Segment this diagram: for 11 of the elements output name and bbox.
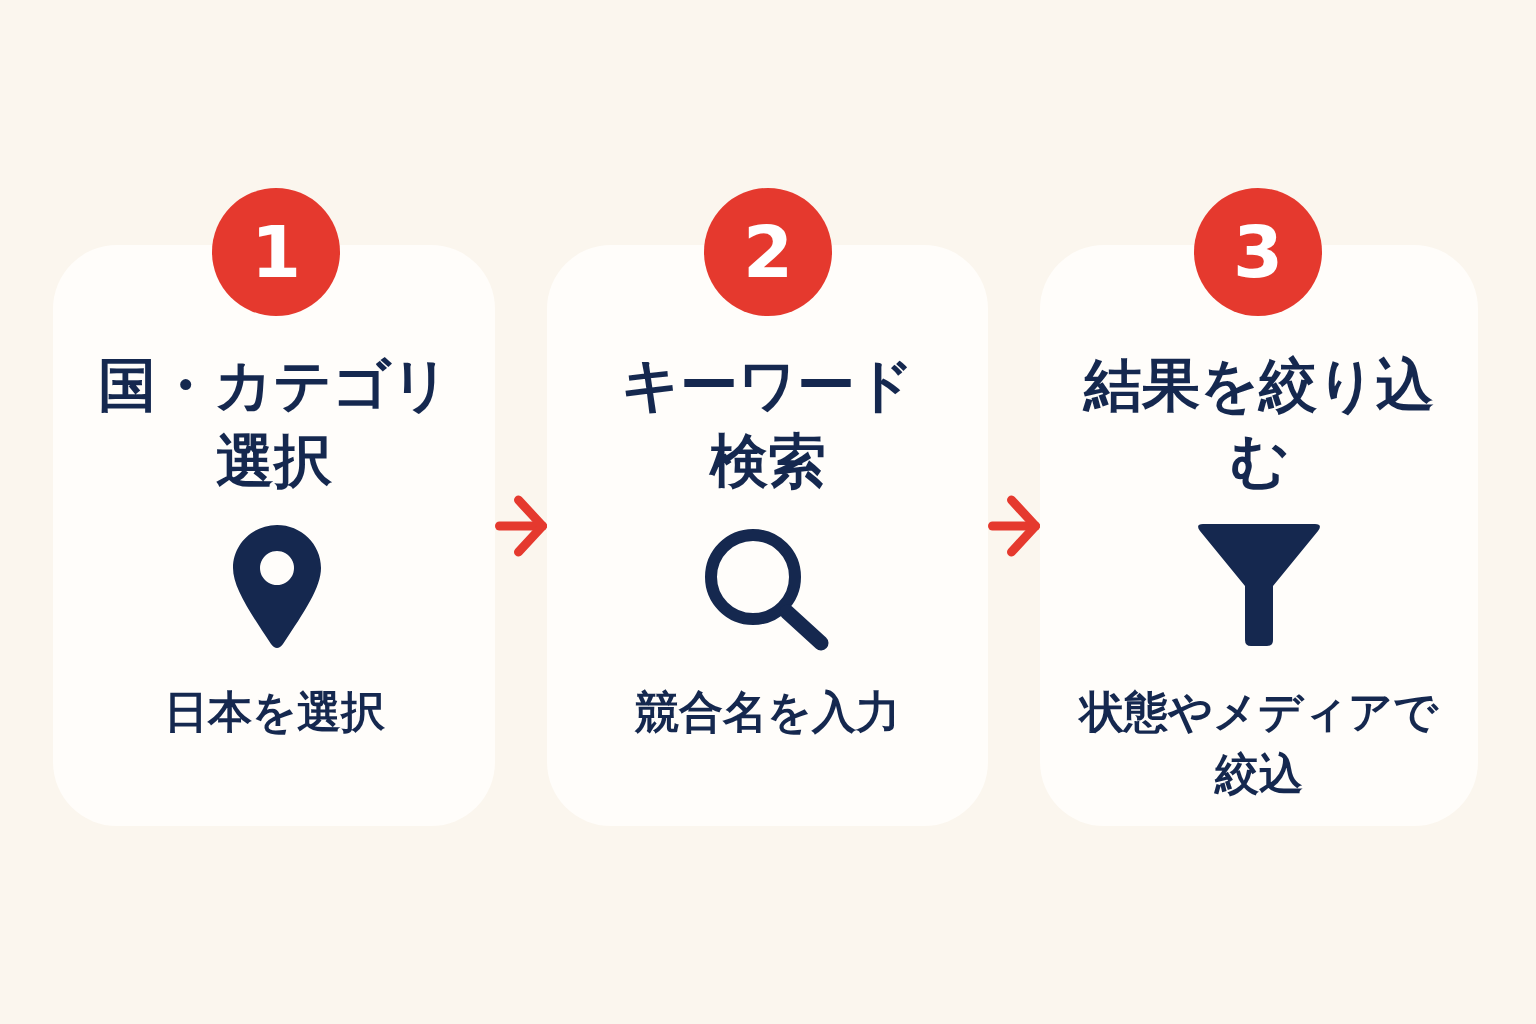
step-number-circle: 2: [704, 188, 832, 316]
step-number-circle: 1: [212, 188, 340, 316]
step-description: 競合名を入力: [633, 685, 901, 739]
arrow: [495, 495, 547, 557]
step-heading: 結果を絞り込む: [1082, 350, 1435, 497]
step-number-circle: 3: [1194, 188, 1322, 316]
step-heading: キーワード検索: [620, 350, 915, 497]
step-description: 日本を選択: [162, 685, 386, 739]
step-heading: 国・カテゴリ選択: [97, 350, 451, 497]
arrow: [988, 495, 1040, 557]
step-description: 状態やメディアで絞込: [1080, 685, 1438, 801]
